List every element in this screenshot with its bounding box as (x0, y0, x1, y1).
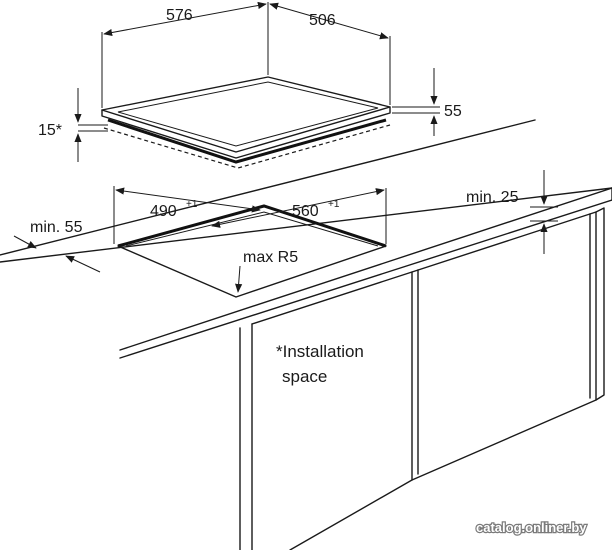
dim-min55-line (13, 235, 37, 249)
hob-height-label: 55 (444, 103, 462, 120)
dim-min25-extension (530, 206, 558, 222)
corner-radius-label: max R5 (243, 249, 298, 266)
cabinet-right-side (595, 207, 605, 401)
cabinet-left-side (239, 323, 253, 550)
cabinet-divider (417, 213, 591, 475)
hob-plate-edge (101, 106, 391, 159)
dim-560-line (211, 188, 385, 228)
hob-width-label: 576 (166, 7, 193, 24)
dimension-lines (13, 1, 558, 293)
dim-min55-line-2 (65, 255, 101, 273)
hob-depth-label: 506 (309, 12, 336, 29)
installation-note-line2: space (282, 367, 327, 386)
dim-490-extension (113, 186, 115, 244)
cabinet-right-front (411, 211, 597, 481)
cutout-depth-label: 560 (292, 203, 319, 220)
dim-576-line (103, 1, 267, 37)
worktop-rear-edge (0, 119, 536, 256)
hob-drawing (101, 76, 391, 169)
installation-note-line1: *Installation (276, 342, 364, 361)
max-r5-leader (235, 265, 243, 293)
cutout-depth-tolerance: +1 (328, 199, 340, 210)
worktop-front-top (119, 187, 612, 351)
cutout-width-label: 490 (150, 203, 177, 220)
dim-55-extension (392, 106, 440, 114)
cutout-width-tolerance: +1 (186, 199, 198, 210)
installation-height-label: 15* (38, 122, 62, 139)
dim-506-line (269, 2, 389, 40)
watermark: catalog.onliner.by (476, 520, 587, 535)
labels: 576 506 55 15* 490 +1 560 +1 max R5 min.… (30, 7, 588, 536)
worktop-front-bottom (119, 199, 612, 359)
dim-15-extension (78, 124, 108, 132)
front-clearance-label: min. 55 (30, 219, 83, 236)
rear-clearance-label: min. 25 (466, 189, 519, 206)
hob-installation-outline (103, 124, 391, 169)
hob-body (107, 118, 387, 164)
hob-glass-inner-edge (117, 81, 379, 147)
cabinets (239, 207, 605, 550)
cabinet-left-front (251, 271, 413, 550)
worktop (0, 119, 612, 359)
dim-576-extension (101, 2, 269, 108)
